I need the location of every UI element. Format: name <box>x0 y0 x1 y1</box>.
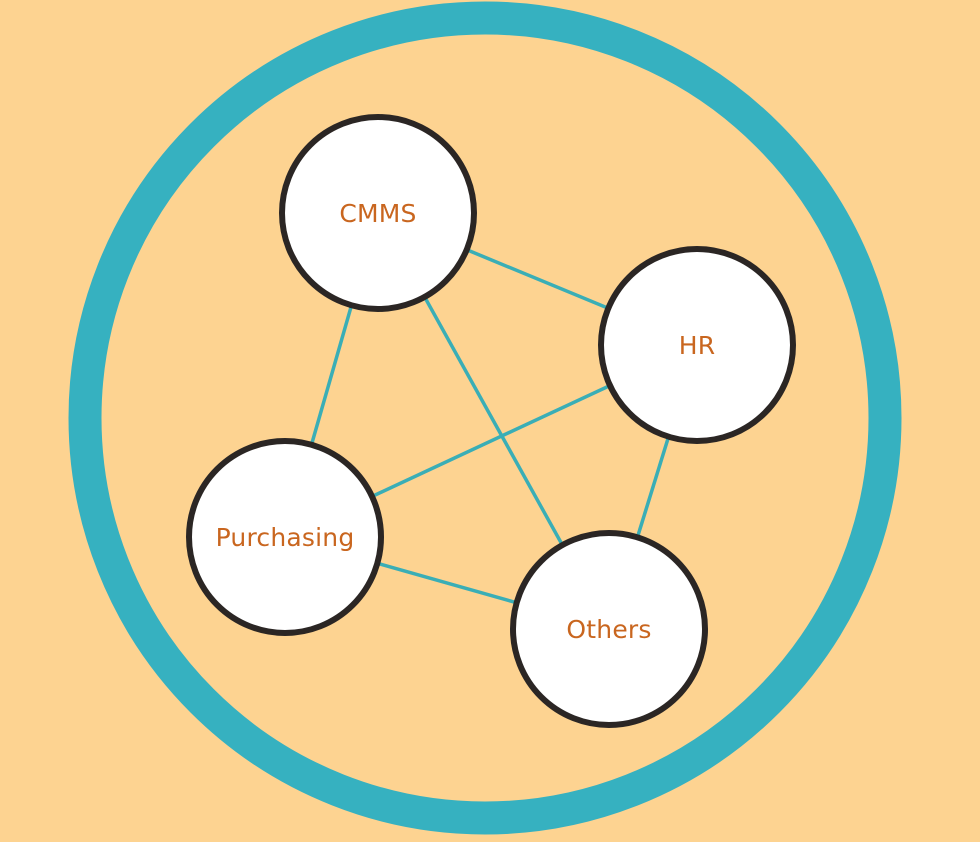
node-cmms: CMMS <box>279 114 477 312</box>
node-label-cmms: CMMS <box>339 198 417 228</box>
node-hr: HR <box>598 246 796 444</box>
node-purchasing: Purchasing <box>186 438 384 636</box>
outer-ring <box>68 1 902 835</box>
node-label-purchasing: Purchasing <box>215 522 355 552</box>
node-label-others: Others <box>566 614 652 644</box>
node-label-hr: HR <box>678 330 716 360</box>
node-others: Others <box>510 530 708 728</box>
